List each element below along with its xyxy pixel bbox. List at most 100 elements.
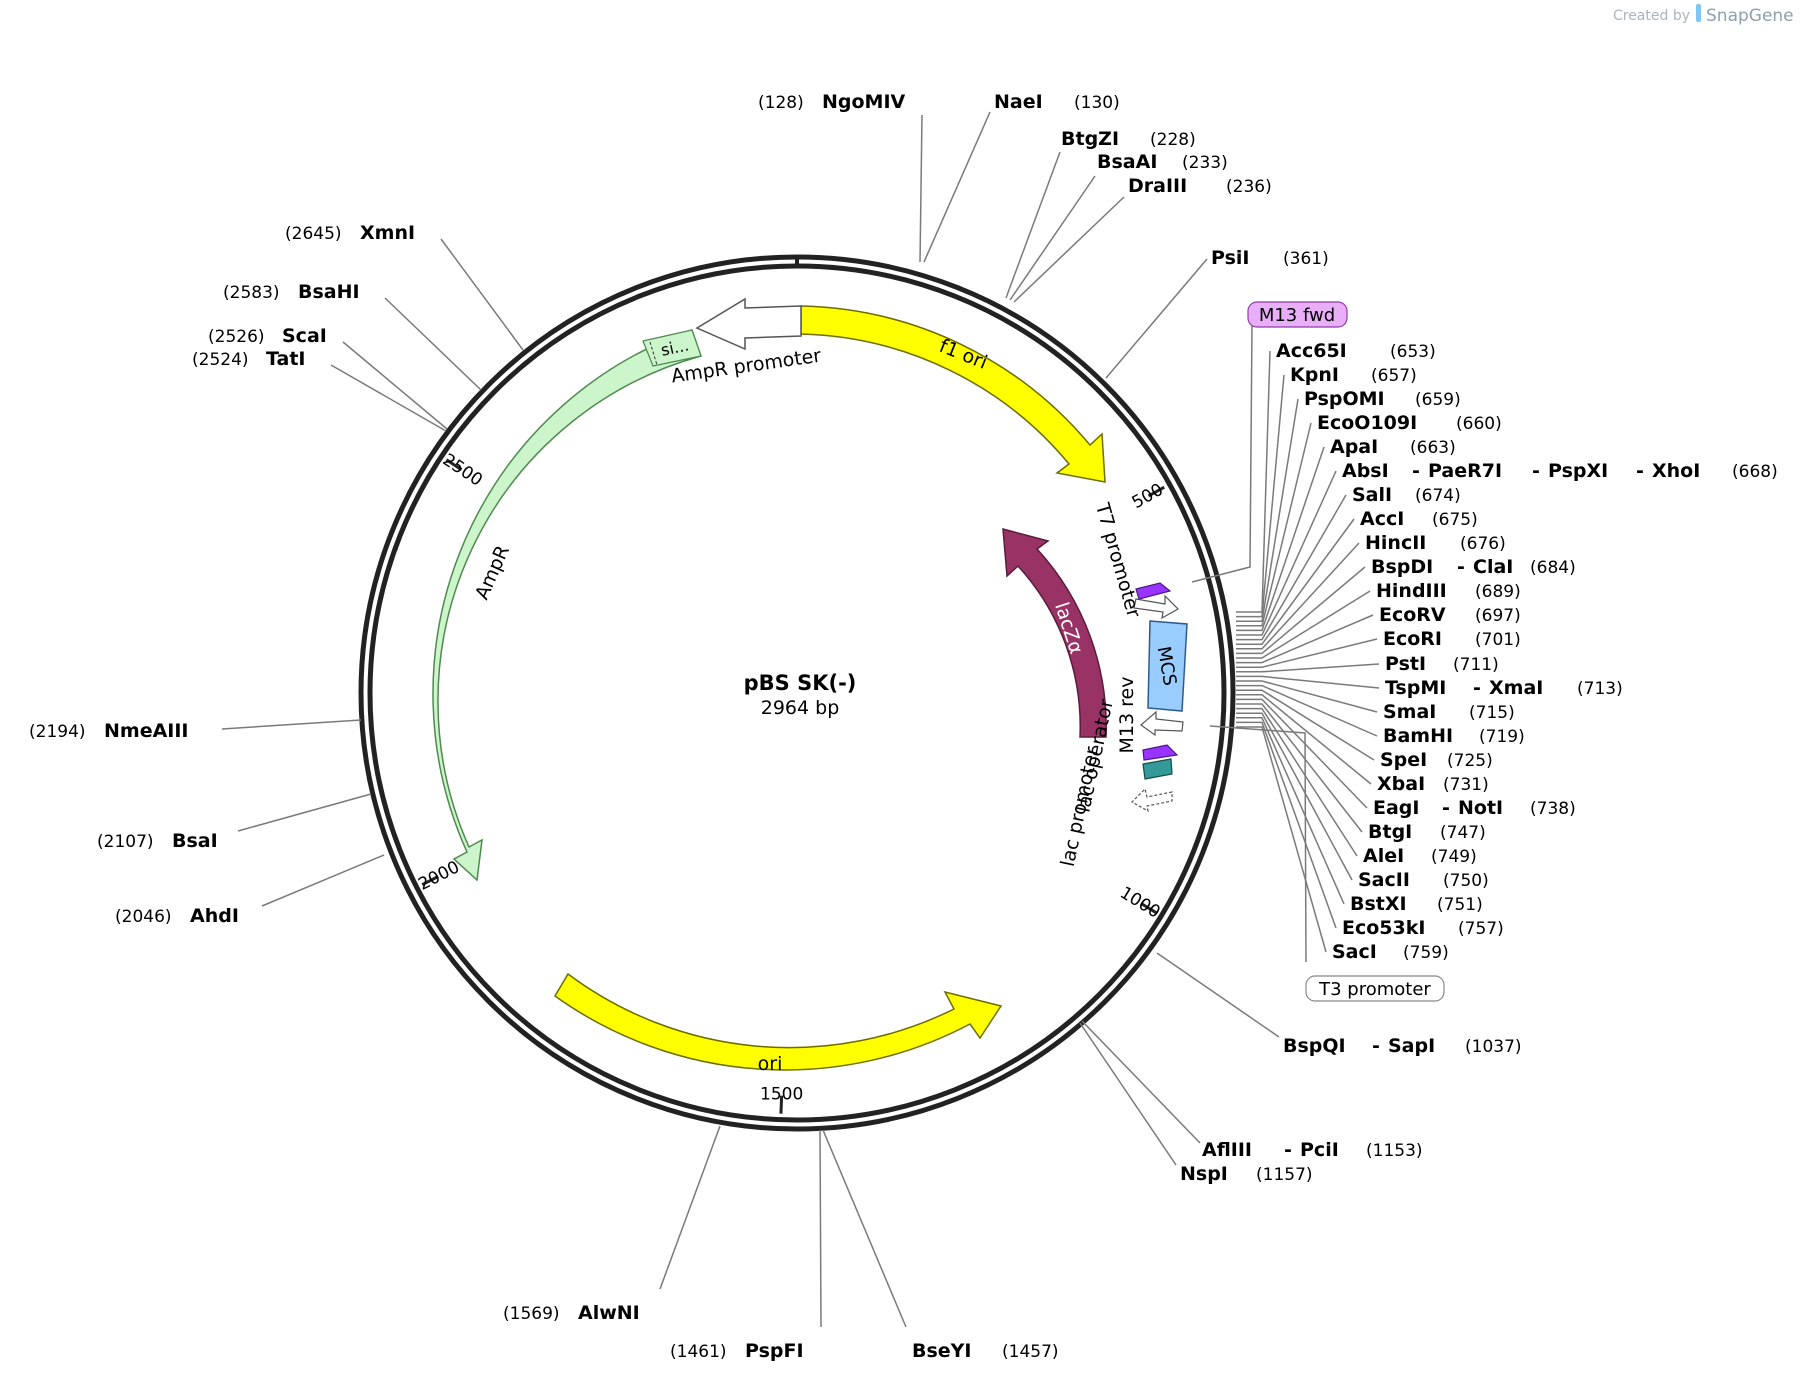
site-pos: (1569) xyxy=(503,1304,560,1324)
site-pos: (663) xyxy=(1410,438,1456,458)
site-pos: (715) xyxy=(1469,703,1515,723)
leader-NgoMIV xyxy=(919,114,923,263)
site-name: PspOMI xyxy=(1304,388,1385,410)
site-name: BspDI xyxy=(1371,556,1433,578)
site-name: BsaI xyxy=(172,830,218,852)
label-ori: ori xyxy=(758,1053,783,1075)
site-name: BtgI xyxy=(1368,821,1412,843)
tick-1000 xyxy=(1139,902,1157,914)
feature-MCS xyxy=(1147,620,1188,712)
site-dash: - xyxy=(1442,797,1450,819)
site-pos: (731) xyxy=(1443,775,1489,795)
site-name: XhoI xyxy=(1652,460,1700,482)
site-pos: (653) xyxy=(1390,342,1436,362)
site-pos: (1157) xyxy=(1256,1165,1313,1185)
tick-1500 xyxy=(779,1095,784,1114)
feature-M13-fwd-marker xyxy=(1135,582,1172,600)
site-name: PaeR7I xyxy=(1428,460,1502,482)
leader-TatI xyxy=(330,364,447,432)
site-pos: (228) xyxy=(1150,130,1196,150)
feature-lac-promoter xyxy=(1131,787,1173,813)
site-name: BamHI xyxy=(1383,725,1453,747)
site-name: BsaAI xyxy=(1097,151,1157,173)
site-name: ApaI xyxy=(1330,436,1378,458)
site-name: AbsI xyxy=(1342,460,1389,482)
site-pos: (660) xyxy=(1456,414,1502,434)
feature-T7-promoter xyxy=(1133,594,1179,620)
m13-fwd-bubble xyxy=(1247,301,1348,328)
site-pos: (668) xyxy=(1732,462,1778,482)
tick-label-2500: 2500 xyxy=(439,450,486,491)
site-name: NaeI xyxy=(994,91,1043,113)
mcs-leader-line xyxy=(1236,712,1353,881)
leader-PsiI xyxy=(1105,258,1208,379)
leader-PspFI xyxy=(819,1129,822,1328)
site-pos: (676) xyxy=(1460,534,1506,554)
site-pos: (675) xyxy=(1432,510,1478,530)
mcs-leader-line xyxy=(1236,698,1368,809)
site-labels: (128) NgoMIV NaeI (130) BtgZI (228) BsaA… xyxy=(29,91,1778,1362)
leader-BseYI xyxy=(822,1129,907,1328)
site-name: PspFI xyxy=(745,1340,804,1362)
site-pos: (657) xyxy=(1371,366,1417,386)
site-name: Acc65I xyxy=(1276,340,1347,362)
site-name: SmaI xyxy=(1383,701,1436,723)
snapgene-credit: Created by SnapGene xyxy=(1613,4,1794,26)
mcs-leader-line xyxy=(1236,446,1325,632)
feature-lac-operator xyxy=(1142,758,1173,780)
site-pos: (659) xyxy=(1415,390,1461,410)
site-pos: (697) xyxy=(1475,606,1521,626)
feature-AmpR-promoter xyxy=(695,297,802,351)
feature-ori xyxy=(554,972,1003,1071)
label-T7-promoter: T7 promoter xyxy=(1091,500,1145,621)
site-pos: (738) xyxy=(1530,799,1576,819)
site-pos: (751) xyxy=(1437,895,1483,915)
site-dash: - xyxy=(1532,460,1540,482)
site-name: BsaHI xyxy=(298,281,360,303)
mcs-leader-line xyxy=(1236,726,1327,953)
site-pos: (711) xyxy=(1453,655,1499,675)
tick-label-2000: 2000 xyxy=(415,857,463,895)
site-pos: (236) xyxy=(1226,177,1272,197)
site-name: HindIII xyxy=(1376,580,1447,602)
leader-BtgZI xyxy=(1005,151,1061,299)
leader-AflIII xyxy=(1081,1020,1201,1144)
site-name: BstXI xyxy=(1350,893,1407,915)
mcs-leader-line xyxy=(1236,422,1312,627)
label-M13-fwd: M13 fwd xyxy=(1259,305,1335,326)
site-name: SalI xyxy=(1352,484,1392,506)
site-name: XbaI xyxy=(1377,773,1425,795)
t3-promoter-bubble xyxy=(1305,975,1445,1002)
tick-500 xyxy=(1147,485,1165,498)
label-T3-promoter: T3 promoter xyxy=(1318,979,1431,1000)
label-AmpR: AmpR xyxy=(471,542,514,603)
site-name: EcoRI xyxy=(1383,628,1442,650)
site-pos: (689) xyxy=(1475,582,1521,602)
site-pos: (747) xyxy=(1440,823,1486,843)
site-dash: - xyxy=(1473,677,1481,699)
feature-T3-marker xyxy=(1142,744,1179,761)
site-name: ScaI xyxy=(282,325,327,347)
mcs-leader-line xyxy=(1236,590,1371,659)
site-pos: (674) xyxy=(1415,486,1461,506)
site-pos: (2194) xyxy=(29,722,86,742)
mcs-leader-line xyxy=(1236,470,1337,636)
leader-XmnI xyxy=(440,238,524,351)
site-dash: - xyxy=(1284,1139,1292,1161)
site-pos: (684) xyxy=(1530,558,1576,578)
site-name: Eco53kI xyxy=(1342,917,1425,939)
mcs-leader-line xyxy=(1236,675,1380,689)
label-lac-promoter: lac promoter xyxy=(1057,745,1104,869)
mcs-leader-line xyxy=(1236,350,1271,613)
site-name: SacII xyxy=(1358,869,1410,891)
site-name: EcoO109I xyxy=(1317,412,1417,434)
plasmid-name: pBS SK(-) xyxy=(744,671,857,695)
leader-AhdI xyxy=(261,854,385,907)
mcs-leader-line xyxy=(1236,707,1358,857)
site-pos: (1037) xyxy=(1465,1037,1522,1057)
site-pos: (750) xyxy=(1443,871,1489,891)
mcs-leader-line xyxy=(1236,518,1355,645)
mcs-leader-line xyxy=(1236,689,1375,761)
leader-NspI xyxy=(1079,1022,1177,1166)
